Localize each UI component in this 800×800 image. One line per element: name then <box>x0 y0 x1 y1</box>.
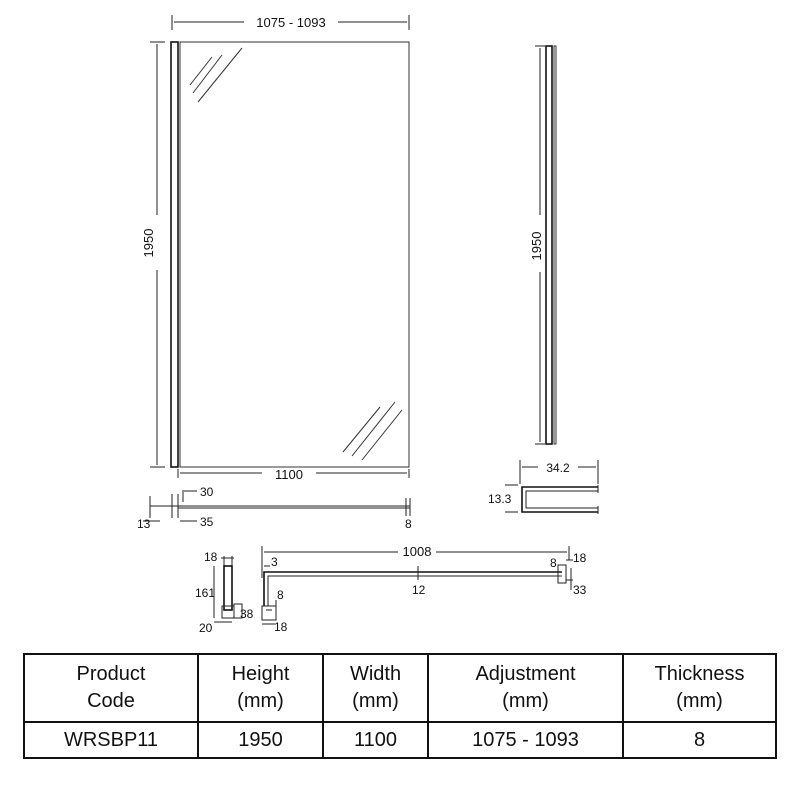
arm-dimension-18a: 18 <box>573 551 587 565</box>
plan-dimension-30: 30 <box>200 485 214 499</box>
arm-length-dimension: 1008 <box>403 544 432 559</box>
cell-thickness: 8 <box>622 721 777 759</box>
plan-dimension-13: 13 <box>137 517 151 531</box>
cell-product-code: WRSBP11 <box>23 721 199 759</box>
wall-bracket: 18 161 38 20 <box>195 550 254 635</box>
arm-dimension-3: 3 <box>271 555 278 569</box>
header-thickness: Thickness(mm) <box>622 653 777 723</box>
arm-dimension-8b: 8 <box>277 588 284 602</box>
header-adjustment: Adjustment(mm) <box>427 653 624 723</box>
plan-dimension-35: 35 <box>200 515 214 529</box>
bracket-dimension-20: 20 <box>199 621 213 635</box>
arm-dimension-12: 12 <box>412 583 426 597</box>
channel-width-dimension: 34.2 <box>546 461 570 475</box>
front-view: 1075 - 1093 1950 1100 <box>141 15 410 482</box>
top-width-dimension: 1075 - 1093 <box>256 15 325 30</box>
arm-dimension-33: 33 <box>573 583 587 597</box>
cell-width: 1100 <box>322 721 429 759</box>
bracket-dimension-161: 161 <box>195 586 215 600</box>
bracket-dimension-18: 18 <box>204 550 218 564</box>
channel-height-dimension: 13.3 <box>488 492 512 506</box>
bottom-width-dimension: 1100 <box>275 467 303 482</box>
bracket-dimension-38: 38 <box>240 607 254 621</box>
table-row: WRSBP11 1950 1100 1075 - 1093 8 <box>23 721 777 759</box>
header-width: Width(mm) <box>322 653 429 723</box>
plan-dimension-8: 8 <box>405 517 412 531</box>
channel-section: 34.2 13.3 <box>488 460 599 514</box>
header-height: Height(mm) <box>197 653 324 723</box>
arm-dimension-8a: 8 <box>550 556 557 570</box>
side-view: 1950 <box>529 45 557 445</box>
plan-view: 30 13 35 8 <box>137 485 412 531</box>
front-height-dimension: 1950 <box>141 229 156 258</box>
cell-adjustment: 1075 - 1093 <box>427 721 624 759</box>
technical-drawing: 1075 - 1093 1950 1100 1950 <box>137 15 599 635</box>
side-height-dimension: 1950 <box>529 232 544 261</box>
cell-height: 1950 <box>197 721 324 759</box>
arm-dimension-18b: 18 <box>274 620 288 634</box>
support-arm: 1008 3 12 8 18 33 8 18 <box>261 544 587 634</box>
